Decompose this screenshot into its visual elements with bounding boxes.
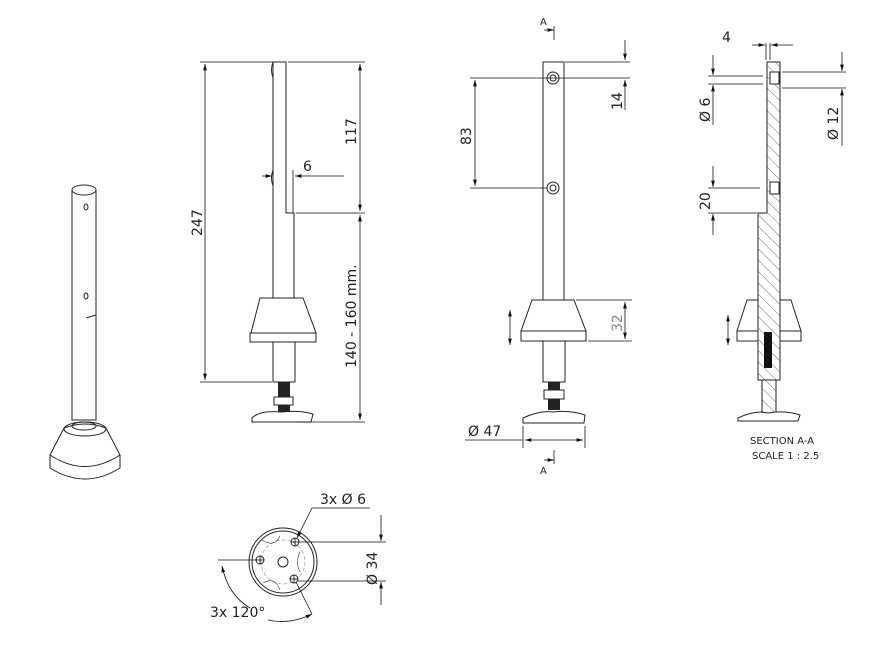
bottom-view: 3x Ø 6 Ø 34 3x 120° <box>210 492 386 622</box>
section-title: SECTION A-A <box>750 436 814 447</box>
dim-step: 4 <box>722 30 731 46</box>
dim-hole-diameter: Ø 6 <box>698 98 714 122</box>
isometric-view <box>49 184 121 480</box>
angle-label: 3x 120° <box>210 605 265 621</box>
dim-width: 6 <box>303 159 312 175</box>
dim-top-offset: 14 <box>610 92 626 110</box>
section-view: 4 Ø 6 Ø 12 20 SECTION A-A SCALE 1 : 2.5 <box>698 30 846 462</box>
dim-overall-height: 247 <box>190 209 206 236</box>
section-mark-top: A <box>540 17 547 28</box>
dim-step-height: 20 <box>698 192 714 210</box>
front-view: 14 83 32 Ø 47 A A <box>459 17 632 477</box>
holes-label: 3x Ø 6 <box>320 492 366 508</box>
bolt-circle-label: Ø 34 <box>365 552 381 585</box>
dim-adjust-range: 140 - 160 mm. <box>344 264 360 368</box>
section-mark-bottom: A <box>540 466 547 477</box>
section-scale: SCALE 1 : 2.5 <box>752 451 819 462</box>
dim-upper-length: 117 <box>344 118 360 145</box>
dim-cone-height: 32 <box>610 314 626 332</box>
dim-shaft-diameter: Ø 12 <box>826 107 842 140</box>
dim-hole-spacing: 83 <box>459 127 475 145</box>
side-view: 247 117 140 - 160 mm. 6 <box>190 61 365 423</box>
dim-foot-diameter: Ø 47 <box>468 424 501 440</box>
